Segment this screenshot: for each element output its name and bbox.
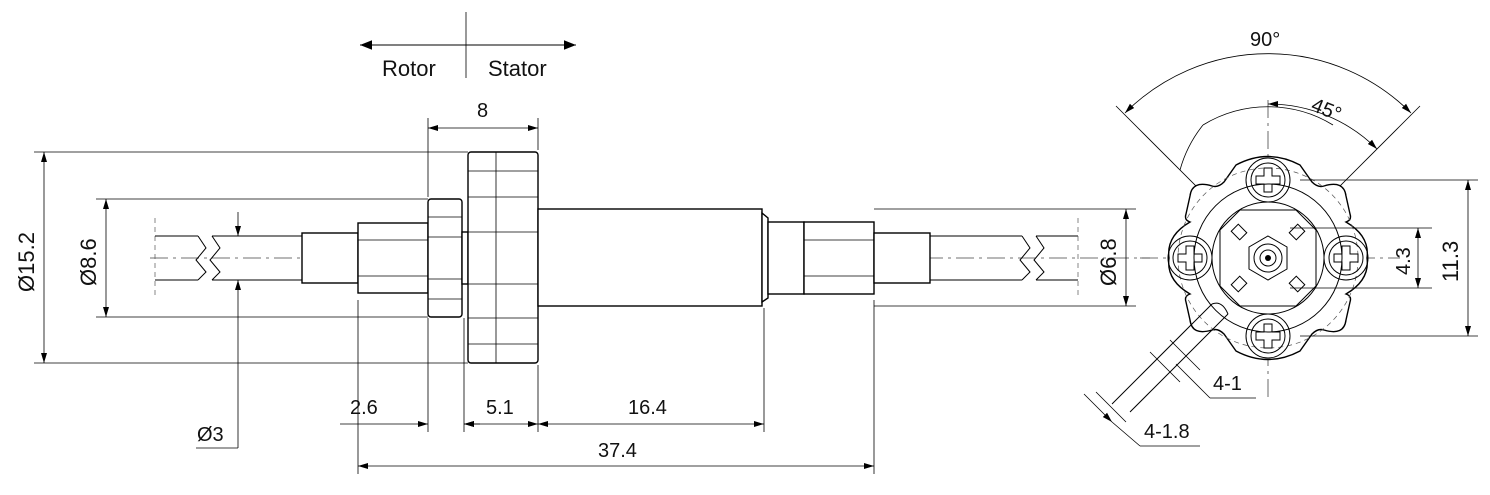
len-2-6-label: 2.6 bbox=[350, 397, 378, 419]
stator-connector bbox=[767, 221, 931, 295]
dimension-dia-15-2: Ø15.2 bbox=[14, 151, 468, 364]
dim-4-3-label: 4.3 bbox=[1393, 247, 1415, 275]
screw-left bbox=[1167, 235, 1213, 281]
center-hex-nut bbox=[1248, 235, 1288, 281]
dia-8-6-label: Ø8.6 bbox=[76, 238, 101, 286]
dim-11-3-label: 11.3 bbox=[1438, 241, 1463, 282]
screw-right bbox=[1323, 235, 1369, 281]
dimension-len-16-4: 16.4 bbox=[538, 397, 764, 427]
slot-4-1-label: 4-1 bbox=[1213, 373, 1242, 395]
len-37-4-label: 37.4 bbox=[598, 440, 637, 462]
angle-45-dimension: 45° bbox=[1267, 94, 1378, 150]
dimension-len-2-6: 2.6 bbox=[340, 397, 480, 427]
end-view: 90° 45° bbox=[1083, 29, 1478, 447]
rotor-label: Rotor bbox=[382, 56, 436, 81]
side-view: Ø15.2 Ø8.6 Ø3 8 bbox=[14, 100, 1150, 474]
dimension-dia-8-6: Ø8.6 bbox=[76, 198, 428, 318]
slot-section bbox=[1095, 302, 1229, 423]
left-wire bbox=[154, 218, 302, 298]
screw-bottom bbox=[1245, 313, 1291, 359]
dia-15-2-label: Ø15.2 bbox=[14, 232, 39, 292]
dia-6-8-label: Ø6.8 bbox=[1096, 238, 1121, 286]
slot-4-1-8-label: 4-1.8 bbox=[1144, 421, 1190, 443]
flange-width-label: 8 bbox=[477, 100, 488, 122]
dimension-dia-6-8: Ø6.8 bbox=[874, 208, 1136, 307]
angle-90-label: 90° bbox=[1250, 29, 1280, 51]
slot-4-1-8-callout: 4-1.8 bbox=[1083, 393, 1200, 447]
dia-3-label: Ø3 bbox=[197, 424, 224, 446]
dimension-4-3: 4.3 bbox=[1290, 227, 1432, 289]
dimension-len-37-4: 37.4 bbox=[358, 440, 874, 469]
flange bbox=[467, 151, 539, 364]
rotor-connector bbox=[301, 198, 469, 318]
dimension-flange-width: 8 bbox=[427, 100, 539, 197]
len-16-4-label: 16.4 bbox=[628, 397, 667, 419]
stator-label: Stator bbox=[488, 56, 547, 81]
screw-top bbox=[1245, 157, 1291, 203]
len-5-1-label: 5.1 bbox=[486, 397, 514, 419]
dimension-11-3: 11.3 bbox=[1300, 179, 1478, 337]
right-wire bbox=[930, 218, 1079, 298]
stator-body bbox=[537, 208, 769, 307]
dimension-dia-3: Ø3 bbox=[196, 212, 241, 449]
rotor-stator-indicator: Rotor Stator bbox=[360, 12, 576, 81]
dimension-len-5-1: 5.1 bbox=[464, 397, 538, 427]
slot-4-1-callout: 4-1 bbox=[1175, 363, 1256, 399]
